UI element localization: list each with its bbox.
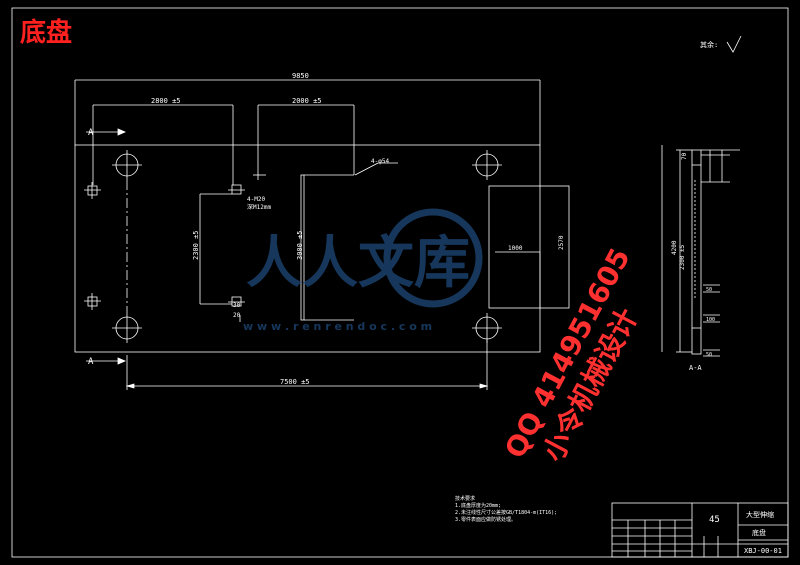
project-label: 大型伸缩 (746, 510, 774, 519)
section-mark-upper: A (88, 128, 94, 138)
section-top-dim: 70 (681, 152, 688, 160)
dim-left-vertical: 2300 ±5 (192, 230, 200, 260)
material-label: 45 (709, 515, 720, 525)
plate-outline (74, 144, 541, 353)
section-labels: 70 2300 ±5 4200 50 100 50 A-A (671, 152, 715, 372)
drawing-frame (11, 7, 789, 558)
small-block-b: 20 (233, 312, 241, 319)
dim-bottom-hole: 7500 ±5 (280, 378, 310, 386)
title-block-text: 45 大型伸缩 底盘 XBJ-00-01 (709, 510, 782, 555)
svg-text:3.零件表面应做防锈处理。: 3.零件表面应做防锈处理。 (455, 516, 516, 523)
section-view (661, 145, 740, 357)
dim-center-vertical: 3000 ±5 (296, 230, 304, 260)
dim-rect-height: 2570 (558, 235, 565, 250)
dim-rect-width: 1000 (508, 245, 523, 252)
dim-right-hole: 2000 ±5 (292, 97, 322, 105)
section-label-a: 50 (706, 287, 712, 293)
small-block (87, 185, 98, 196)
svg-text:2.未注线性尺寸公差按GB/T1804-m(IT16);: 2.未注线性尺寸公差按GB/T1804-m(IT16); (455, 509, 557, 516)
roughness-note: 其余: (700, 35, 742, 53)
small-hole (231, 184, 242, 195)
dim-left-hole: 2800 ±5 (151, 97, 181, 105)
roughness-symbol-icon (726, 35, 742, 53)
section-label-c: 50 (706, 352, 712, 358)
section-view-label: A-A (689, 364, 702, 372)
rect-cutout (488, 185, 570, 309)
title-block (611, 502, 789, 558)
small-hole-callout: 4-M20 (247, 196, 265, 203)
watermark-url: w w w . r e n r e n d o c . c o m (243, 320, 432, 333)
section-overall-dim: 4200 (671, 240, 678, 255)
drawing-number: XBJ-00-01 (744, 547, 782, 555)
section-mark-lower: A (88, 357, 94, 367)
section-vertical-dim: 2300 ±5 (679, 244, 686, 270)
dim-overall-width: 9850 (292, 72, 309, 80)
svg-text:1.底盘厚度为20mm;: 1.底盘厚度为20mm; (455, 502, 501, 509)
technical-notes: 技术要求 1.底盘厚度为20mm; 2.未注线性尺寸公差按GB/T1804-m(… (455, 495, 557, 523)
part-name-label: 底盘 (752, 528, 766, 537)
small-block (87, 296, 98, 307)
main-plate-view (74, 79, 570, 390)
section-label-b: 100 (706, 317, 715, 323)
svg-text:其余:: 其余: (700, 40, 718, 49)
dimension-labels: 9850 2800 ±5 2000 ±5 4-φ54 4-M20 深M12mm … (151, 72, 565, 386)
small-block-a: 30 (233, 302, 241, 309)
page-title: 底盘 (20, 17, 72, 48)
small-hole-depth: 深M12mm (247, 203, 271, 211)
watermark-brand: 人人文库 (246, 231, 470, 296)
svg-text:技术要求: 技术要求 (455, 495, 475, 502)
watermark-logo-icon (383, 208, 483, 308)
section-plate (691, 149, 702, 355)
hole-callout: 4-φ54 (371, 158, 389, 165)
small-hole (231, 296, 242, 307)
watermark: 人人文库 w w w . r e n r e n d o c . c o m (243, 208, 483, 333)
